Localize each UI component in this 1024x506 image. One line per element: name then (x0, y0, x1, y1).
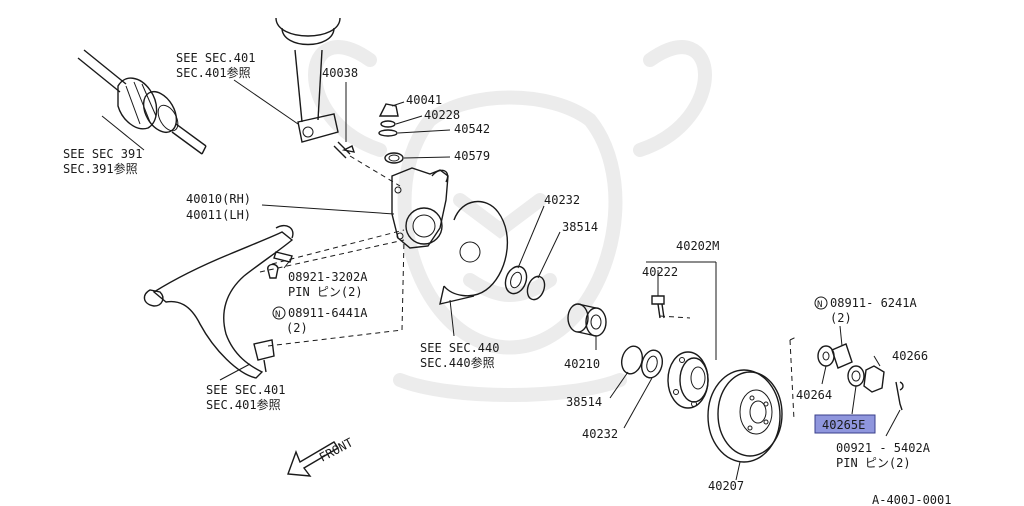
pin-qty-b-label: PIN ピン(2) (836, 456, 911, 470)
part-40038-label: 40038 (322, 66, 358, 80)
diagram-reference-code: A-400J-0001 (872, 493, 951, 506)
svg-text:N: N (275, 310, 280, 320)
part-40010-label: 40010(RH) (186, 192, 251, 206)
part-labels: SEE SEC.401 SEC.401参照 SEE SEC 391 SEC.39… (63, 51, 951, 506)
part-40011-label: 40011(LH) (186, 208, 251, 222)
knuckle-fasteners (333, 103, 404, 187)
backing-plate (439, 200, 509, 305)
part-40264-label: 40264 (796, 388, 832, 402)
part-40202m-label: 40202M (676, 239, 719, 253)
part-38514-top-label: 38514 (562, 220, 598, 234)
part-40228-label: 40228 (424, 108, 460, 122)
part-40232-bottom-label: 40232 (582, 427, 618, 441)
part-08911-6441a-label: 08911-6441A (288, 306, 368, 320)
hub-assembly (651, 295, 709, 409)
front-arrow-icon (287, 441, 339, 477)
pin-qty-a-label: PIN ピン(2) (288, 285, 363, 299)
see-sec391-label: SEE SEC 391 (63, 147, 142, 161)
highlighted-part-40265e[interactable] (814, 414, 876, 434)
part-40579-label: 40579 (454, 149, 490, 163)
part-40232-top-label: 40232 (544, 193, 580, 207)
part-40207-label: 40207 (708, 479, 744, 493)
see-sec401-top-label: SEE SEC.401 (176, 51, 255, 65)
see-sec401-bottom-label: SEE SEC.401 (206, 383, 285, 397)
qty-a-label: (2) (286, 321, 308, 335)
part-40265e-label[interactable]: 40265E (822, 418, 865, 432)
drive-shaft (77, 49, 207, 155)
strut-assembly (275, 17, 341, 143)
part-40542-label: 40542 (454, 122, 490, 136)
part-08911-6241a-label: 08911- 6241A (830, 296, 917, 310)
part-08921-3202a-label: 08921-3202A (288, 270, 368, 284)
lower-seal-set (620, 345, 664, 379)
part-40041-label: 40041 (406, 93, 442, 107)
brake-rotor (707, 369, 783, 463)
leader-lines (101, 79, 901, 481)
sec401-top-jp-label: SEC.401参照 (176, 65, 251, 80)
part-38514-bottom-label: 38514 (566, 395, 602, 409)
part-40266-label: 40266 (892, 349, 928, 363)
circle-n-marker-b: N (814, 296, 828, 310)
part-00921-5402a-label: 00921 - 5402A (836, 441, 931, 455)
part-40210-label: 40210 (564, 357, 600, 371)
lower-control-arm (143, 224, 294, 379)
qty-b-label: (2) (830, 311, 852, 325)
upper-seal-set (504, 265, 546, 301)
sec401-bottom-jp-label: SEC.401参照 (206, 397, 281, 412)
part-40222-label: 40222 (642, 265, 678, 279)
background-watermark (308, 40, 712, 402)
control-arm-bolts (267, 251, 293, 279)
assembly-guide-lines (259, 229, 799, 421)
svg-text:N: N (817, 300, 822, 310)
circle-n-marker-a: N (272, 306, 286, 320)
sec391-jp-label: SEC.391参照 (63, 161, 138, 176)
front-direction-label: FRONT (317, 435, 355, 464)
sec440-jp-label: SEC.440参照 (420, 355, 495, 370)
see-sec440-label: SEE SEC.440 (420, 341, 499, 355)
steering-knuckle (391, 167, 449, 249)
